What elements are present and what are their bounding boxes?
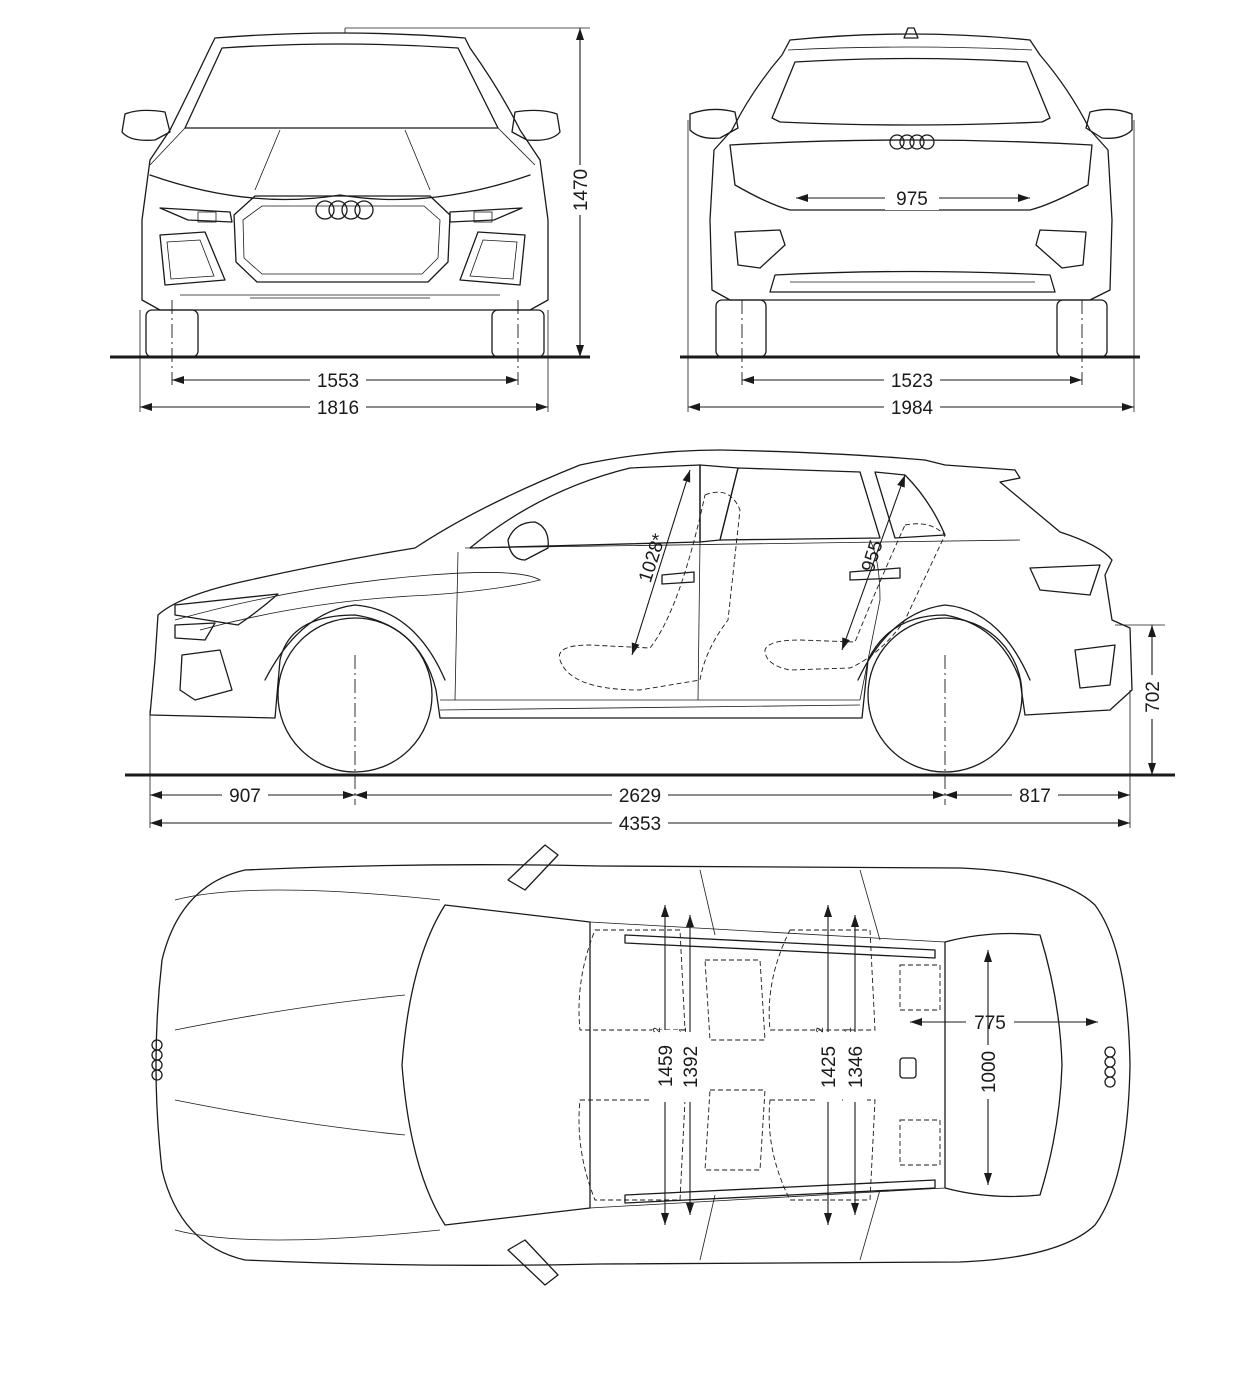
rear-right-mirror: [1085, 108, 1133, 139]
load-floor-width-label: 1000: [979, 1051, 1000, 1093]
side-headlight: [174, 593, 279, 626]
rear-side-window: [719, 467, 881, 541]
rear-elbow-width-dimension: 1346 1: [843, 915, 867, 1215]
rear-view: [680, 27, 1140, 412]
rear-shoulder-width-dimension: 1425 2: [815, 905, 840, 1225]
front-track-dimension: 1553: [172, 368, 518, 392]
front-overhang-dimension: 907: [150, 783, 355, 807]
front-side-window: [469, 464, 701, 549]
side-tail-lamp: [1029, 564, 1101, 596]
rear-left-lamp: [734, 229, 786, 269]
rear-shoulder-width-label: 1425: [819, 1046, 840, 1088]
front-wheel: [277, 617, 433, 773]
left-mirror: [121, 109, 171, 141]
top-view: [151, 844, 1131, 1286]
audi-rings-logo-top-rear: [1104, 1046, 1116, 1088]
rear-elbow-footnote: 1: [843, 1027, 854, 1033]
front-shoulder-width-label: 1459: [656, 1045, 677, 1087]
rear-left-mirror: [689, 108, 739, 139]
right-air-intake: [459, 231, 526, 286]
rear-track-dimension: 1523: [742, 368, 1082, 392]
front-width-dimension: 1816: [140, 395, 548, 419]
side-body-outline: [149, 449, 1133, 719]
rear-overhang-label: 817: [1019, 786, 1051, 807]
wheelbase-dimension: 2629: [355, 783, 945, 807]
rear-track-label: 1523: [891, 371, 933, 392]
side-air-intake: [179, 649, 233, 701]
length-label: 4353: [619, 814, 661, 835]
rear-overhang-dimension: 817: [945, 783, 1130, 807]
top-body-outline: [155, 864, 1131, 1266]
load-floor-length-dimension: 775: [910, 1010, 1098, 1034]
side-mirror: [507, 521, 549, 561]
rear-wheel: [867, 617, 1023, 773]
audi-rings-logo-front: [315, 200, 374, 220]
side-view: [125, 449, 1175, 828]
shark-fin-antenna: [903, 27, 919, 39]
mirror-width-label: 1984: [891, 398, 934, 419]
front-elbow-footnote: 1: [678, 1027, 689, 1033]
cargo-handle: [899, 1057, 917, 1079]
right-mirror: [511, 109, 561, 141]
front-right-seat: [578, 1099, 686, 1201]
height-label: 1470: [571, 169, 592, 211]
height-dimension: 1470: [568, 28, 592, 357]
load-width-label: 975: [896, 189, 928, 210]
top-right-mirror: [507, 1239, 559, 1286]
front-seat-outline: [558, 491, 741, 691]
load-sill-label: 702: [1143, 681, 1164, 713]
audi-rings-logo-rear: [889, 134, 935, 150]
front-width-label: 1816: [317, 398, 359, 419]
left-air-intake: [159, 231, 226, 286]
rear-left-tire: [715, 299, 767, 358]
front-view: [110, 27, 590, 412]
front-elbow-width-label: 1392: [681, 1046, 702, 1088]
audi-rings-logo-top-front: [151, 1039, 163, 1081]
rear-headroom-dimension: 955: [841, 474, 906, 651]
front-shoulder-footnote: 2: [652, 1027, 663, 1033]
rear-left-seat: [768, 929, 876, 1031]
rear-seat-outline: [764, 523, 946, 671]
front-overhang-label: 907: [229, 786, 261, 807]
length-dimension: 4353: [150, 811, 1130, 835]
load-floor-length-label: 775: [974, 1013, 1006, 1034]
top-rear-window: [944, 932, 1063, 1198]
top-left-mirror: [507, 844, 559, 891]
rear-elbow-width-label: 1346: [846, 1046, 867, 1088]
rear-shoulder-footnote: 2: [815, 1027, 826, 1033]
front-shoulder-width-dimension: 1459 2: [652, 905, 678, 1225]
front-grille: [233, 195, 451, 283]
right-headlight: [449, 207, 523, 223]
front-left-seat: [578, 929, 686, 1031]
load-floor-width-dimension: 1000: [976, 950, 1000, 1185]
windscreen: [401, 904, 591, 1226]
front-headroom-label: 1028*: [635, 531, 671, 585]
rear-window: [771, 57, 1051, 126]
mirror-width-dimension: 1984: [688, 395, 1134, 419]
load-sill-dimension: 702: [1140, 625, 1164, 775]
wheelbase-label: 2629: [619, 786, 661, 807]
front-headroom-dimension: 1028*: [631, 469, 691, 656]
front-door-handle: [661, 571, 695, 585]
rear-right-seat: [768, 1099, 876, 1201]
front-elbow-width-dimension: 1392 1: [678, 915, 702, 1215]
rear-right-lamp: [1035, 229, 1087, 269]
load-width-dimension: 975: [796, 186, 1030, 210]
front-track-label: 1553: [317, 371, 359, 392]
left-headlight: [159, 207, 233, 223]
